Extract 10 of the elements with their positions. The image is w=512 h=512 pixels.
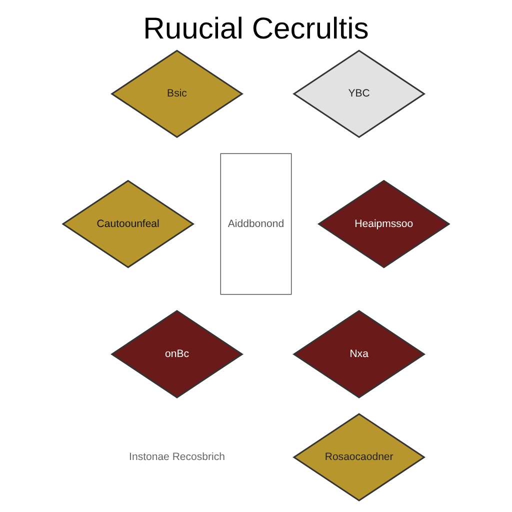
node-diamond: YBC: [292, 50, 426, 138]
node-box: Aiddbonond: [220, 153, 292, 295]
diagram-title: Ruucial Cecrultis: [143, 12, 369, 46]
node-diamond: onBc: [110, 310, 244, 398]
node-diamond: Heaipmssoo: [317, 180, 450, 268]
label: Instonae Recosbrich: [129, 451, 225, 464]
node-diamond: Rosaocaodner: [292, 413, 426, 502]
node-diamond: Bsic: [110, 50, 244, 138]
node-diamond: Cautoounfeal: [62, 180, 195, 268]
node-diamond: Nxa: [292, 310, 426, 398]
